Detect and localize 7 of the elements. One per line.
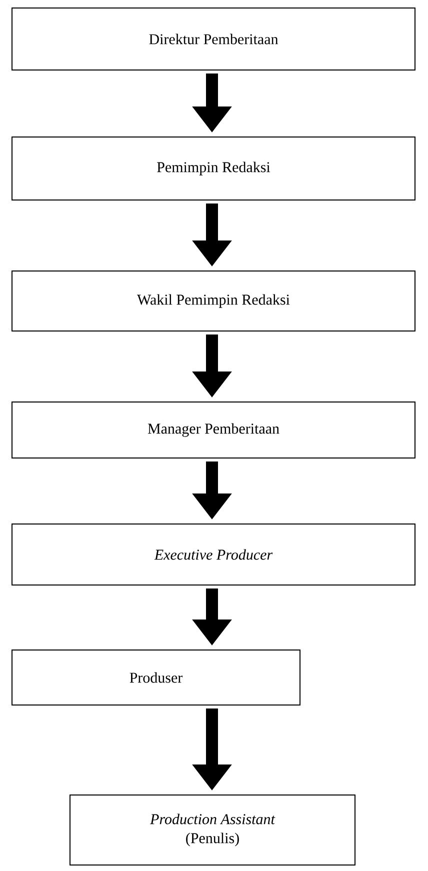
org-box: Executive Producer (12, 524, 416, 586)
org-box: Production Assistant (Penulis) (70, 794, 356, 866)
org-box: Direktur Pemberitaan (12, 8, 416, 71)
org-box: Produser (12, 650, 300, 706)
org-box: Pemimpin Redaksi (12, 136, 416, 200)
org-box: Manager Pemberitaan (12, 402, 416, 458)
org-box: Wakil Pemimpin Redaksi (12, 270, 416, 332)
